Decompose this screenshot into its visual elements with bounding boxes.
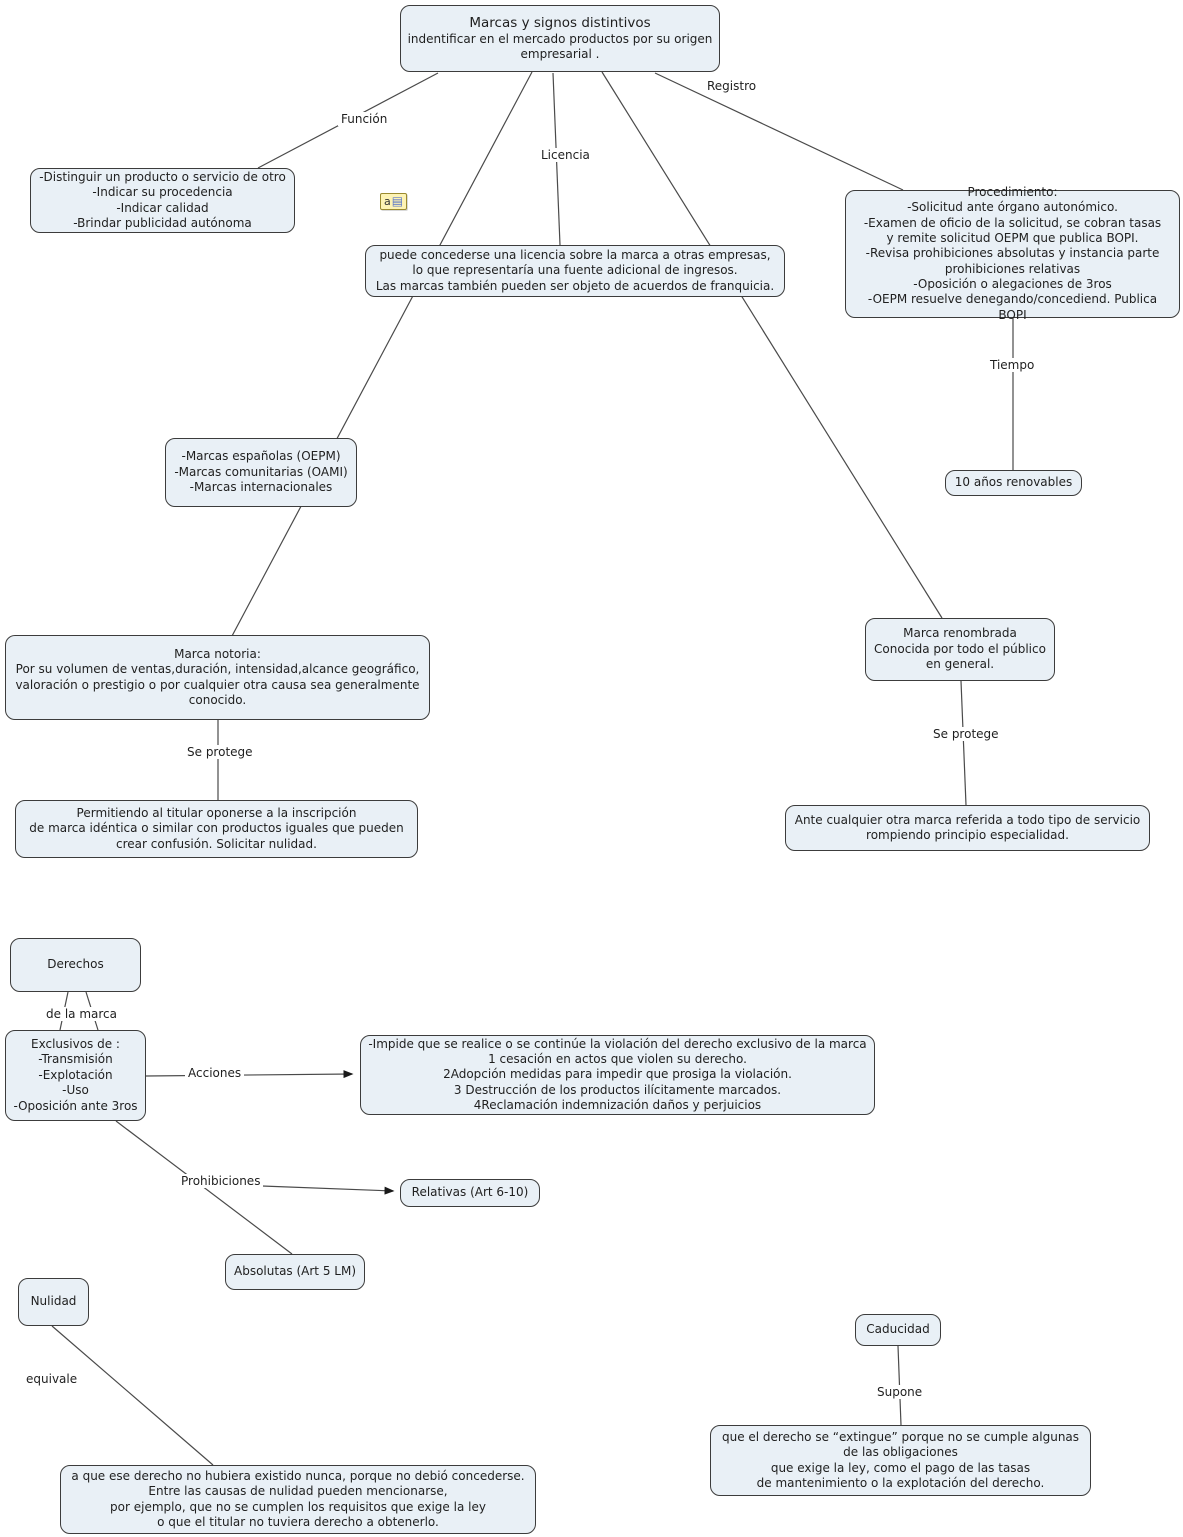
node-funcion-text: -Distinguir un producto o servicio de ot…: [39, 169, 286, 230]
node-renovables[interactable]: 10 años renovables: [945, 470, 1082, 496]
node-nulidad[interactable]: Nulidad: [18, 1278, 89, 1326]
node-renombrada-text: Marca renombrada Conocida por todo el pú…: [874, 626, 1046, 672]
node-exclusivos-text: Exclusivos de : -Transmisión -Explotació…: [13, 1037, 138, 1113]
node-tipos-marcas-text: -Marcas españolas (OEPM) -Marcas comunit…: [174, 449, 348, 495]
node-licencia[interactable]: puede concederse una licencia sobre la m…: [365, 245, 785, 297]
link-label-supone[interactable]: Supone: [874, 1385, 926, 1399]
node-relativas-text: Relativas (Art 6-10): [411, 1185, 529, 1200]
node-caducidad-detalle-text: que el derecho se “extingue” porque no s…: [721, 1429, 1080, 1490]
node-procedimiento[interactable]: Procedimiento: -Solicitud ante órgano au…: [845, 185, 1180, 322]
connector-nulidad-detalle: [51, 1325, 214, 1466]
node-derechos[interactable]: Derechos: [10, 938, 141, 992]
link-label-equivale[interactable]: equivale: [23, 1372, 81, 1386]
node-renombrada[interactable]: Marca renombrada Conocida por todo el pú…: [865, 618, 1055, 681]
connector-exclusivos-acciones: [145, 1070, 354, 1079]
node-procedimiento-text: Procedimiento: -Solicitud ante órgano au…: [863, 184, 1162, 322]
node-renovables-text: 10 años renovables: [954, 475, 1073, 490]
attachment-icon[interactable]: a▤: [380, 193, 408, 211]
node-acciones-detalle[interactable]: -Impide que se realice o se continúe la …: [360, 1035, 875, 1115]
node-title-body: indentificar en el mercado productos por…: [407, 31, 713, 62]
link-label-funcion[interactable]: Función: [338, 112, 391, 126]
node-notoria-text: Marca notoria: Por su volumen de ventas,…: [15, 646, 420, 707]
node-absolutas[interactable]: Absolutas (Art 5 LM): [225, 1254, 365, 1290]
node-derechos-text: Derechos: [47, 957, 104, 972]
node-nulidad-text: Nulidad: [30, 1294, 77, 1309]
node-absolutas-text: Absolutas (Art 5 LM): [234, 1264, 356, 1279]
node-nulidad-detalle-text: a que ese derecho no hubiera existido nu…: [71, 1468, 525, 1529]
link-label-se-protege-notoria[interactable]: Se protege: [184, 745, 256, 759]
connector-title-renombrada: [601, 71, 943, 619]
connector-prohibiciones-relativas: [261, 1185, 395, 1195]
node-exclusivos[interactable]: Exclusivos de : -Transmisión -Explotació…: [5, 1030, 146, 1121]
link-label-prohibiciones[interactable]: Prohibiciones: [178, 1174, 264, 1188]
connector-renombrada-proteccion: [960, 680, 967, 806]
attachment-icon-letter: a: [384, 194, 391, 208]
connector-title-tipos-notoria: [231, 71, 533, 637]
attachment-icon-doc: ▤: [391, 194, 404, 208]
node-notoria-proteccion[interactable]: Permitiendo al titular oponerse a la ins…: [15, 800, 418, 858]
node-licencia-text: puede concederse una licencia sobre la m…: [375, 247, 775, 293]
node-caducidad[interactable]: Caducidad: [855, 1314, 941, 1346]
node-funcion[interactable]: -Distinguir un producto o servicio de ot…: [30, 168, 295, 233]
node-title[interactable]: Marcas y signos distintivos indentificar…: [400, 5, 720, 72]
node-relativas[interactable]: Relativas (Art 6-10): [400, 1179, 540, 1207]
link-label-tiempo[interactable]: Tiempo: [987, 358, 1038, 372]
link-label-se-protege-renombrada[interactable]: Se protege: [930, 727, 1002, 741]
link-label-licencia[interactable]: Licencia: [538, 148, 593, 162]
link-label-registro[interactable]: Registro: [704, 79, 760, 93]
node-caducidad-detalle[interactable]: que el derecho se “extingue” porque no s…: [710, 1425, 1091, 1496]
node-acciones-detalle-text: -Impide que se realice o se continúe la …: [368, 1036, 867, 1113]
node-notoria[interactable]: Marca notoria: Por su volumen de ventas,…: [5, 635, 430, 720]
node-notoria-proteccion-text: Permitiendo al titular oponerse a la ins…: [29, 805, 404, 851]
node-nulidad-detalle[interactable]: a que ese derecho no hubiera existido nu…: [60, 1465, 536, 1534]
link-label-acciones[interactable]: Acciones: [185, 1066, 245, 1080]
node-title-heading: Marcas y signos distintivos: [469, 14, 651, 31]
link-label-de-la-marca[interactable]: de la marca: [43, 1007, 120, 1021]
node-caducidad-text: Caducidad: [866, 1322, 930, 1337]
connector-title-registro: [654, 72, 904, 191]
node-tipos-marcas[interactable]: -Marcas españolas (OEPM) -Marcas comunit…: [165, 438, 357, 507]
node-renombrada-proteccion[interactable]: Ante cualquier otra marca referida a tod…: [785, 805, 1150, 851]
node-renombrada-proteccion-text: Ante cualquier otra marca referida a tod…: [794, 812, 1141, 842]
